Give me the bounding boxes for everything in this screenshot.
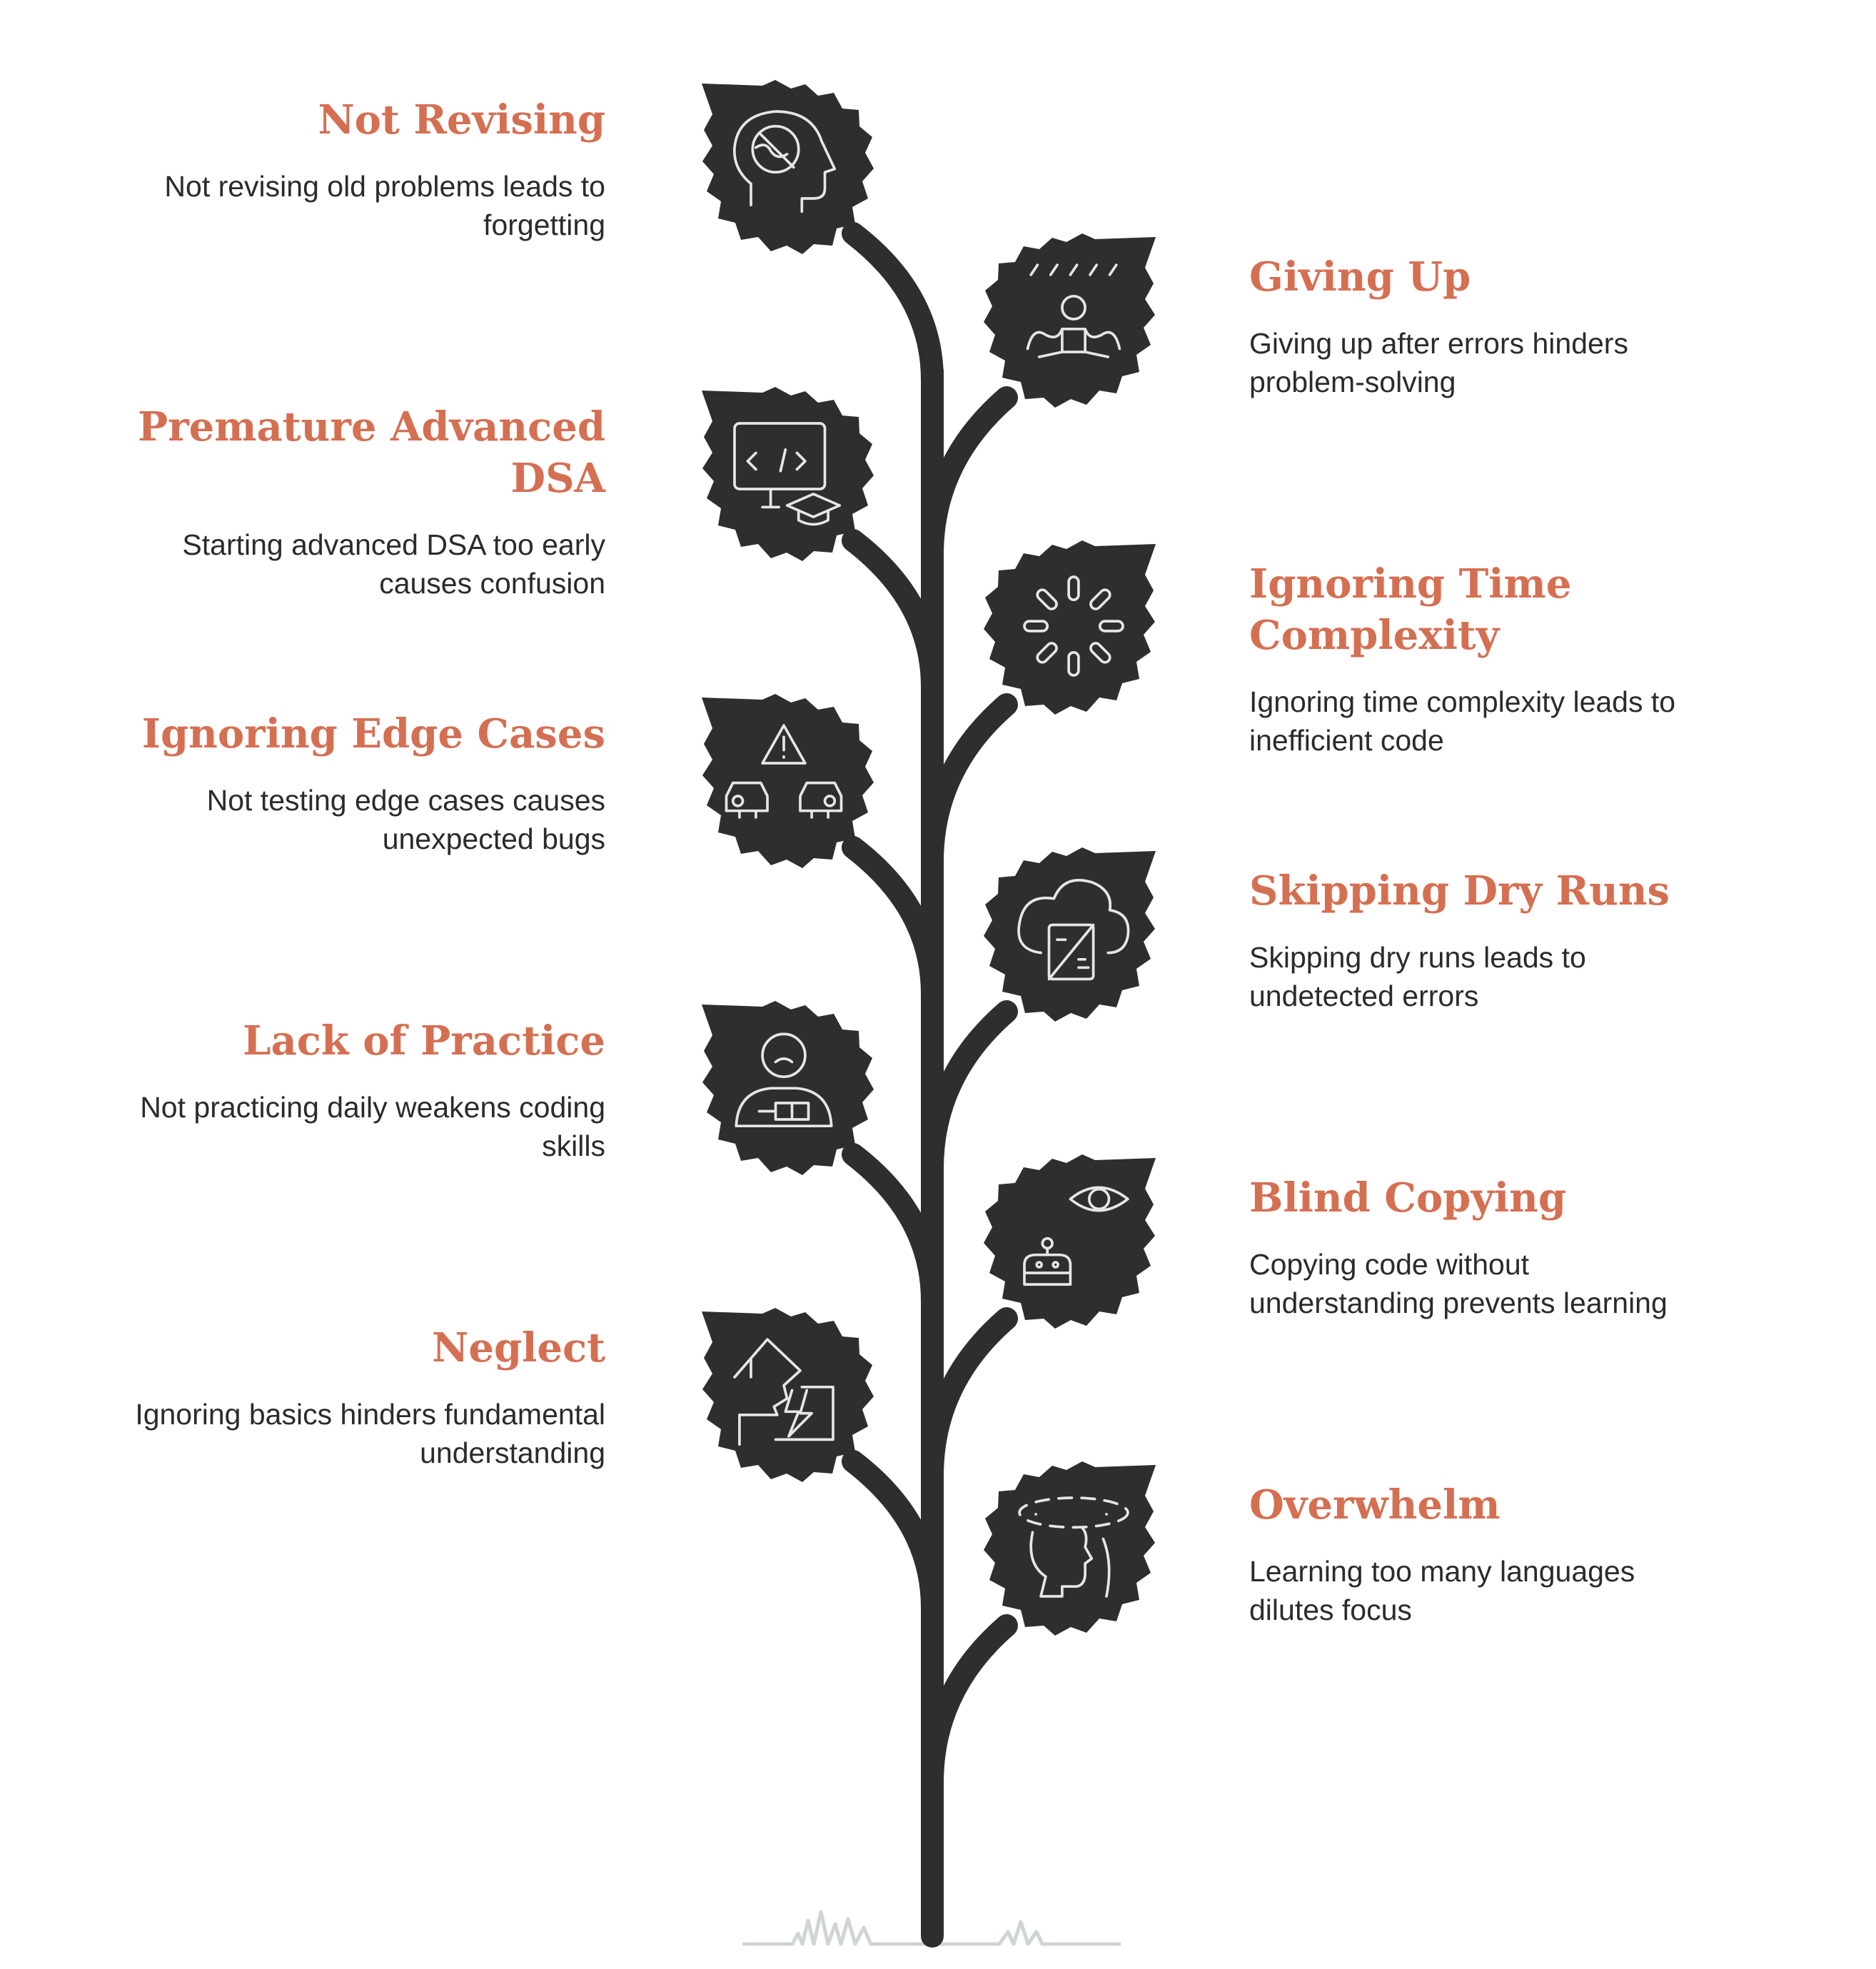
branch-right-3 [921, 693, 1018, 873]
branch-right-5 [921, 1000, 1018, 1180]
branch-4 [842, 836, 944, 1005]
item-title-0: Not Revising [318, 96, 605, 143]
item-description-6: Not practicing daily weakens coding skil… [140, 1091, 605, 1162]
branch-right-9 [921, 1614, 1018, 1794]
ground-grass [742, 1910, 1121, 1946]
branch-left-0 [842, 222, 944, 391]
code-monitor-graduation-icon [733, 422, 842, 526]
branch-1 [921, 386, 1018, 566]
robot-eye-icon [1023, 1186, 1129, 1286]
sad-person-desk-icon [735, 1032, 833, 1128]
cloud-crossed-icon [1017, 879, 1130, 981]
brain-cross-icon [733, 110, 837, 213]
item-description-1: Giving up after errors hinders problem-s… [1249, 327, 1628, 398]
branch-left-4 [842, 836, 944, 1005]
item-description-7: Copying code without understanding preve… [1249, 1248, 1668, 1319]
item-description-4: Not testing edge cases causes unexpected… [206, 784, 605, 855]
leaf-shape-3 [984, 540, 1156, 715]
leaf-5 [984, 847, 1156, 1022]
leaf-shape-4 [702, 694, 874, 868]
item-title-9: Overwhelm [1249, 1481, 1501, 1529]
branch-6 [842, 1143, 944, 1312]
broken-house-icon [733, 1338, 834, 1446]
item-title-3: Ignoring Time Complexity [1249, 560, 1572, 659]
branch-7 [921, 1307, 1018, 1487]
branch-left-8 [842, 1450, 944, 1619]
leaf-9 [984, 1461, 1156, 1636]
leaf-shape-9 [984, 1461, 1156, 1636]
leaf-shape-5 [984, 847, 1156, 1022]
warning-cars-icon [725, 724, 843, 819]
leaf-2 [702, 387, 874, 561]
loading-spinner-icon [1023, 575, 1124, 677]
ground [742, 1910, 1121, 1946]
item-title-6: Lack of Practice [243, 1017, 605, 1064]
branch-5 [921, 1000, 1018, 1180]
dizzy-head-icon [1018, 1496, 1129, 1598]
item-description-0: Not revising old problems leads to forge… [164, 170, 605, 241]
branch-left-6 [842, 1143, 944, 1312]
leaf-shape-1 [984, 233, 1156, 408]
leaf-shape-2 [702, 387, 874, 561]
branch-8 [842, 1450, 944, 1619]
item-title-5: Skipping Dry Runs [1249, 867, 1670, 915]
item-title-7: Blind Copying [1249, 1174, 1567, 1222]
item-title-2: Premature Advanced DSA [137, 403, 605, 502]
stem [842, 222, 1018, 1948]
item-description-8: Ignoring basics hinders fundamental unde… [135, 1398, 605, 1469]
leaf-shape-7 [984, 1154, 1156, 1329]
branch-right-1 [921, 386, 1018, 566]
branch-0 [842, 222, 944, 391]
branch-2 [842, 529, 944, 698]
leaf-3 [984, 540, 1156, 715]
leaf-7 [984, 1154, 1156, 1329]
branch-left-2 [842, 529, 944, 698]
item-description-5: Skipping dry runs leads to undetected er… [1249, 941, 1586, 1012]
item-title-4: Ignoring Edge Cases [141, 710, 605, 757]
item-description-2: Starting advanced DSA too early causes c… [182, 528, 605, 600]
item-description-9: Learning too many languages dilutes focu… [1249, 1555, 1635, 1626]
leaf-1 [984, 233, 1156, 408]
stressed-person-icon [1026, 263, 1121, 358]
item-title-8: Neglect [432, 1324, 605, 1371]
branch-9 [921, 1614, 1018, 1794]
branch-3 [921, 693, 1018, 873]
branch-right-7 [921, 1307, 1018, 1487]
leaf-4 [702, 694, 874, 868]
item-title-1: Giving Up [1249, 253, 1471, 301]
item-description-3: Ignoring time complexity leads to ineffi… [1249, 685, 1676, 757]
